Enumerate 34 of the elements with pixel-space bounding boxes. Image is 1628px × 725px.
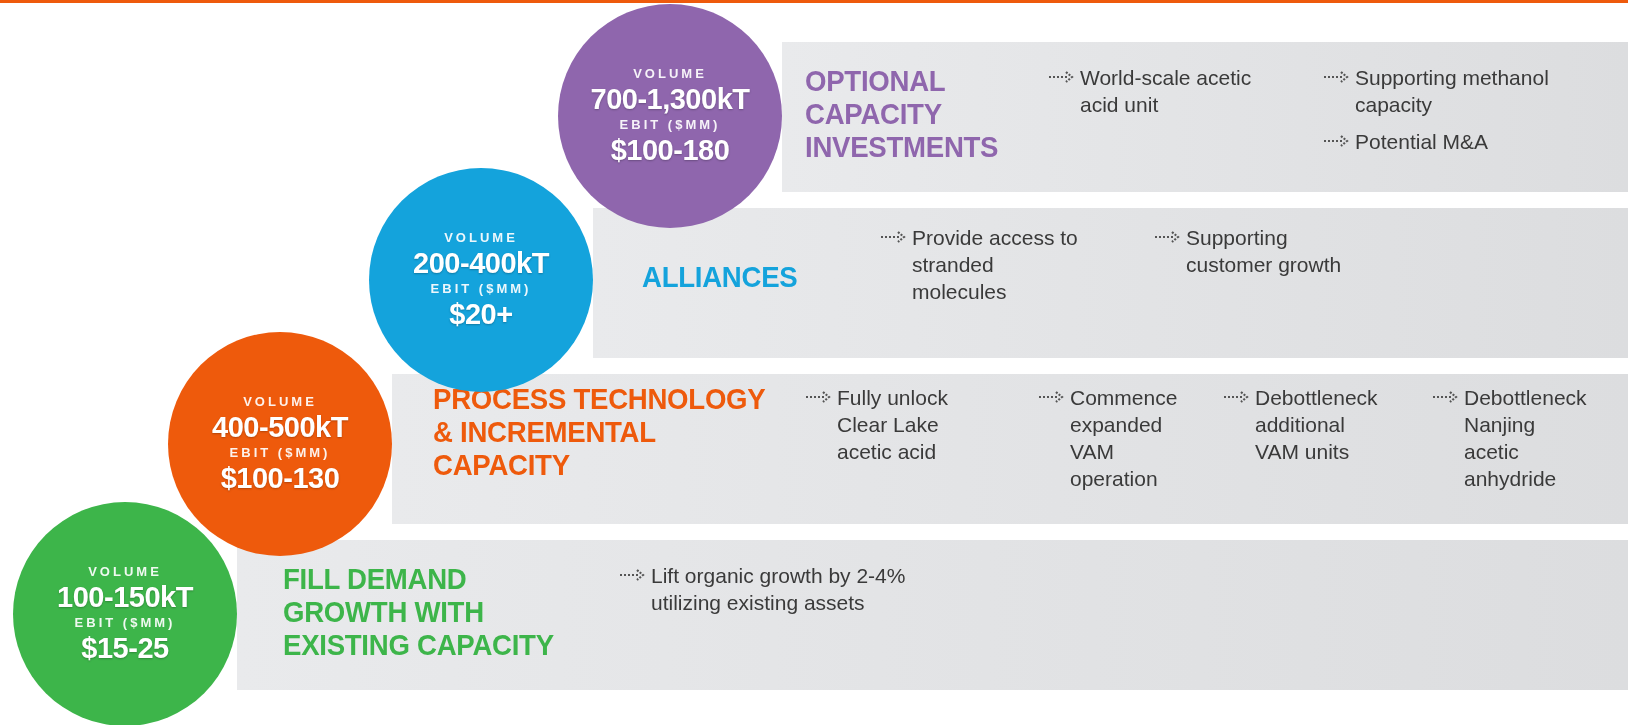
- bullet-text: Lift organic growth by 2-4% utilizing existing assets: [651, 563, 907, 616]
- strategy-band: [237, 540, 1628, 690]
- band-heading: OPTIONAL CAPACITY INVESTMENTS: [805, 64, 1000, 163]
- volume-label: VOLUME: [444, 229, 518, 246]
- ebit-value: $100-180: [610, 133, 730, 167]
- bullet-text: Supporting methanol capacity: [1355, 65, 1550, 118]
- bullet-text: Potential M&A: [1355, 129, 1490, 155]
- bullet-text: Provide access to stranded molecules: [912, 225, 1079, 305]
- ebit-label: EBIT ($MM): [430, 280, 532, 297]
- bullet-text: Supporting customer growth: [1186, 225, 1343, 278]
- bullet-text: World-scale acetic acid unit: [1080, 65, 1253, 118]
- ebit-value: $20+: [449, 297, 513, 331]
- ebit-label: EBIT ($MM): [229, 444, 331, 461]
- ebit-label: EBIT ($MM): [619, 116, 721, 133]
- bullet-text: Debottleneck Nanjing acetic anhydride: [1464, 385, 1586, 492]
- volume-value: 400-500kT: [212, 410, 348, 444]
- strategy-band: [782, 42, 1628, 192]
- volume-value: 100-150kT: [57, 580, 193, 614]
- volume-label: VOLUME: [243, 393, 317, 410]
- band-heading: FILL DEMAND GROWTH WITH EXISTING CAPACITY: [283, 562, 555, 661]
- volume-value: 700-1,300kT: [590, 82, 750, 116]
- bullet-text: Fully unlock Clear Lake acetic acid: [837, 385, 949, 465]
- band-heading: ALLIANCES: [642, 260, 799, 293]
- bullet-text: Debottleneck additional VAM units: [1255, 385, 1379, 465]
- volume-label: VOLUME: [633, 65, 707, 82]
- strategy-band: [593, 208, 1628, 358]
- ebit-value: $15-25: [81, 631, 169, 665]
- ebit-value: $100-130: [220, 461, 340, 495]
- strategy-band: [392, 374, 1628, 524]
- ebit-label: EBIT ($MM): [74, 614, 176, 631]
- band-heading: PROCESS TECHNOLOGY & INCREMENTAL CAPACITY: [433, 382, 766, 481]
- volume-value: 200-400kT: [413, 246, 549, 280]
- bullet-text: Commence expanded VAM operation: [1070, 385, 1179, 492]
- volume-label: VOLUME: [88, 563, 162, 580]
